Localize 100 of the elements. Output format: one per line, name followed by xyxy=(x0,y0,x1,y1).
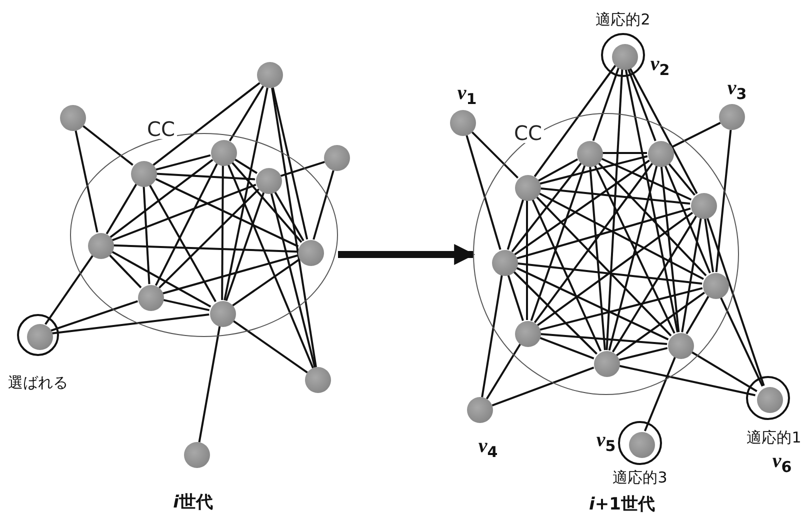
edge-line xyxy=(228,86,264,142)
edge-line xyxy=(162,298,210,312)
edge-line xyxy=(530,164,586,322)
node-label: 適応的1 xyxy=(746,430,802,446)
edge-line xyxy=(230,161,302,243)
edge-line xyxy=(534,64,616,178)
edge-line xyxy=(481,274,503,398)
node-dot xyxy=(668,333,694,359)
edge-line xyxy=(540,187,690,205)
edge-line xyxy=(162,254,298,294)
node-dot xyxy=(612,44,638,70)
edge-line xyxy=(221,165,224,300)
node-dot xyxy=(60,105,86,131)
edge-line xyxy=(154,178,299,248)
edge-line xyxy=(626,66,656,142)
edge-line xyxy=(50,300,138,332)
edge-line xyxy=(312,170,334,240)
cluster-label: CC xyxy=(512,123,544,143)
edge-line xyxy=(644,356,676,432)
cluster-label: CC xyxy=(145,119,177,139)
edge-line xyxy=(594,164,676,334)
node-dot xyxy=(138,285,164,311)
node-dot xyxy=(324,145,350,171)
highlight-ring xyxy=(618,421,662,465)
edge-line xyxy=(538,336,594,360)
edge-line xyxy=(471,131,519,179)
edge-line xyxy=(671,122,721,148)
edge-line xyxy=(271,88,317,368)
node-dot xyxy=(27,324,53,350)
node-dot xyxy=(719,104,745,130)
edge-line xyxy=(516,208,691,260)
edge-line xyxy=(664,164,711,274)
edge-line xyxy=(597,162,707,276)
edge-line xyxy=(608,165,658,351)
node-dot xyxy=(298,240,324,266)
node-dot xyxy=(211,140,237,166)
node-dot xyxy=(594,351,620,377)
edge-line xyxy=(526,200,528,320)
edge-line xyxy=(270,192,316,368)
node-label: v$_{1}$ xyxy=(457,83,477,107)
edge-line xyxy=(492,366,594,406)
edge-line xyxy=(628,66,698,194)
edge-line xyxy=(516,262,702,285)
node-dot xyxy=(691,193,717,219)
node-dot xyxy=(515,175,541,201)
edge-line xyxy=(158,188,260,289)
edge-line xyxy=(536,212,694,326)
highlight-ring xyxy=(17,314,59,356)
node-label: v$_{3}$ xyxy=(727,78,747,102)
edge-line xyxy=(690,350,758,392)
edge-line xyxy=(227,164,314,368)
edge-line xyxy=(534,162,654,324)
edge-line xyxy=(154,163,218,286)
edge-line xyxy=(538,158,578,182)
node-dot xyxy=(131,161,157,187)
edge-line xyxy=(720,296,764,387)
arrow xyxy=(338,244,476,265)
node-label: 選ばれる xyxy=(8,376,68,390)
edge-line xyxy=(232,258,300,306)
node-dot xyxy=(450,110,476,136)
edge-line xyxy=(589,166,606,350)
generation-caption: i世代 xyxy=(173,494,213,512)
node-dot xyxy=(88,233,114,259)
node-dot xyxy=(257,62,283,88)
edge-line xyxy=(110,250,212,308)
edge-line xyxy=(539,287,703,331)
edge-line xyxy=(512,270,598,355)
edge-line xyxy=(506,199,524,250)
edge-line xyxy=(232,320,308,374)
edge-line xyxy=(686,296,710,334)
edge-line xyxy=(110,159,214,238)
edge-line xyxy=(225,192,265,302)
node-label: 適応的3 xyxy=(612,470,668,486)
node-dot xyxy=(577,141,603,167)
edge-line xyxy=(618,364,756,396)
node-label: v$_{2}$ xyxy=(650,54,670,78)
edge-line xyxy=(539,155,648,185)
edge-line xyxy=(538,192,704,280)
node-dot xyxy=(703,273,729,299)
edge-line xyxy=(198,326,221,442)
node-dot xyxy=(256,168,282,194)
node-label: 適応的2 xyxy=(596,12,650,28)
highlight-ring xyxy=(746,376,790,420)
edge-line xyxy=(272,87,308,240)
edge-line xyxy=(50,314,210,334)
highlight-ring xyxy=(601,33,645,77)
edge-line xyxy=(618,347,668,361)
edge-line xyxy=(44,255,94,325)
edge-line xyxy=(148,184,216,302)
edge-line xyxy=(112,184,256,242)
node-dot xyxy=(757,387,783,413)
generation-caption: i+1世代 xyxy=(589,496,655,514)
edge-line xyxy=(74,130,98,232)
edge-line xyxy=(511,162,582,252)
edge-line xyxy=(234,158,258,174)
edge-line xyxy=(535,196,672,336)
edge-line xyxy=(668,162,696,196)
node-label: v$_{5}$ xyxy=(596,430,616,454)
edge-line xyxy=(612,216,698,352)
edge-line xyxy=(106,184,138,234)
